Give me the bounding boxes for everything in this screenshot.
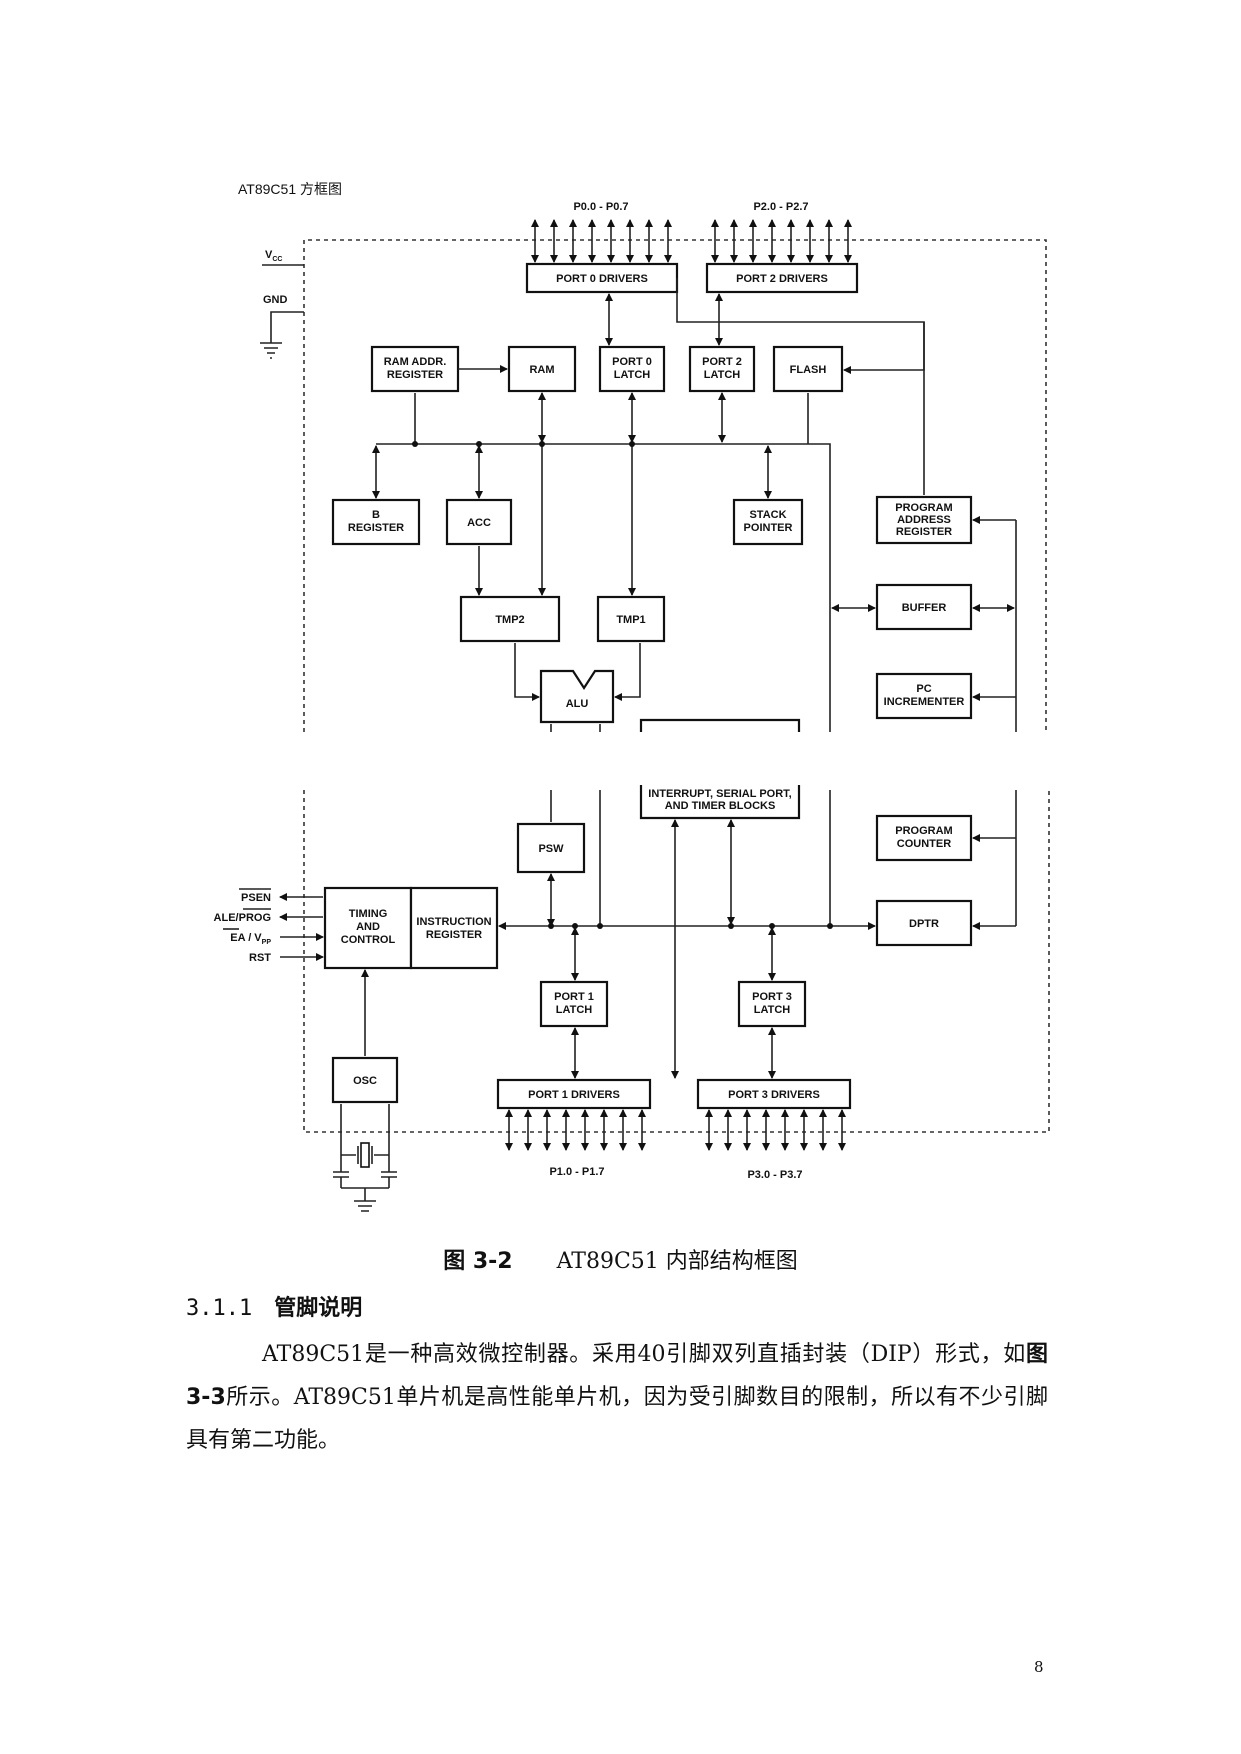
psw-block: PSW bbox=[516, 822, 586, 874]
ram-addr-register-block: RAM ADDR.REGISTER bbox=[370, 345, 460, 393]
bus-lines bbox=[361, 278, 1017, 1079]
pins-p2-label: P2.0 - P2.7 bbox=[753, 201, 808, 213]
svg-text:AND: AND bbox=[356, 921, 380, 933]
dptr-block: DPTR bbox=[875, 899, 973, 947]
svg-text:LATCH: LATCH bbox=[556, 1004, 593, 1016]
acc-block: ACC bbox=[445, 498, 513, 546]
svg-text:TMP2: TMP2 bbox=[495, 614, 524, 626]
port1-drivers-block: PORT 1 DRIVERS bbox=[496, 1078, 652, 1110]
svg-text:TIMING: TIMING bbox=[349, 908, 388, 920]
figure-reference[interactable]: 图3-3 bbox=[186, 1342, 1048, 1410]
svg-text:LATCH: LATCH bbox=[754, 1004, 791, 1016]
section-number: 3.1.1 bbox=[186, 1296, 253, 1321]
figure-caption: 图 3-2 AT89C51 内部结构框图 bbox=[0, 1243, 1241, 1275]
osc-block: OSC bbox=[331, 1056, 399, 1104]
svg-text:OSC: OSC bbox=[353, 1075, 377, 1087]
svg-text:AND TIMER BLOCKS: AND TIMER BLOCKS bbox=[665, 800, 776, 812]
svg-text:PORT 0 DRIVERS: PORT 0 DRIVERS bbox=[556, 273, 648, 285]
paragraph-text-1: AT89C51是一种高效微控制器。采用40引脚双列直插封装（DIP）形式，如 bbox=[262, 1342, 1026, 1367]
svg-text:BUFFER: BUFFER bbox=[902, 602, 947, 614]
svg-text:RAM: RAM bbox=[529, 364, 554, 376]
svg-text:CONTROL: CONTROL bbox=[341, 934, 396, 946]
chip-outline bbox=[303, 239, 1050, 1133]
ale-label: ALE/PROG bbox=[214, 912, 271, 924]
svg-text:DPTR: DPTR bbox=[909, 918, 939, 930]
section-title: 管脚说明 bbox=[274, 1296, 363, 1321]
block-diagram: AT89C51 方框图 P0.0 - P0.7 P2.0 - P2.7 P1.0… bbox=[214, 181, 1050, 1212]
svg-text:PROGRAM: PROGRAM bbox=[895, 825, 952, 837]
svg-text:PSW: PSW bbox=[538, 843, 564, 855]
pins-p3-label: P3.0 - P3.7 bbox=[747, 1169, 802, 1181]
svg-text:B: B bbox=[372, 509, 380, 521]
pins-p0-label: P0.0 - P0.7 bbox=[573, 201, 628, 213]
svg-text:PORT 2 DRIVERS: PORT 2 DRIVERS bbox=[736, 273, 828, 285]
figure-number: 图 3-2 bbox=[443, 1249, 513, 1274]
svg-text:LATCH: LATCH bbox=[614, 369, 651, 381]
svg-text:PORT 1 DRIVERS: PORT 1 DRIVERS bbox=[528, 1089, 620, 1101]
page-number: 8 bbox=[1034, 1658, 1044, 1676]
svg-text:STACK: STACK bbox=[749, 509, 786, 521]
gnd-label: GND bbox=[263, 294, 288, 306]
ea-label: EA / VPP bbox=[230, 932, 271, 946]
section-heading: 3.1.1 管脚说明 bbox=[186, 1290, 362, 1322]
svg-text:FLASH: FLASH bbox=[790, 364, 827, 376]
svg-text:COUNTER: COUNTER bbox=[897, 838, 951, 850]
crystal-oscillator-icon bbox=[333, 1104, 397, 1212]
control-pins: PSEN ALE/PROG EA / VPP RST bbox=[214, 888, 324, 964]
svg-text:REGISTER: REGISTER bbox=[426, 929, 482, 941]
port0-drivers-block: PORT 0 DRIVERS bbox=[525, 262, 679, 294]
psen-label: PSEN bbox=[241, 892, 271, 904]
pins-p1-label: P1.0 - P1.7 bbox=[549, 1166, 604, 1178]
paragraph-text-2: 所示。AT89C51单片机是高性能单片机，因为受引脚数目的限制，所以有不少引脚具… bbox=[186, 1385, 1048, 1453]
svg-text:INCREMENTER: INCREMENTER bbox=[884, 696, 965, 708]
body-paragraph: AT89C51是一种高效微控制器。采用40引脚双列直插封装（DIP）形式，如图3… bbox=[186, 1333, 1048, 1462]
port3-drivers-block: PORT 3 DRIVERS bbox=[696, 1078, 852, 1110]
ground-icon bbox=[260, 342, 282, 359]
svg-text:POINTER: POINTER bbox=[744, 522, 793, 534]
flash-block: FLASH bbox=[772, 345, 844, 393]
svg-text:PC: PC bbox=[916, 683, 931, 695]
svg-text:PROGRAM: PROGRAM bbox=[895, 502, 952, 514]
svg-text:ALU: ALU bbox=[566, 698, 589, 710]
svg-text:LATCH: LATCH bbox=[704, 369, 741, 381]
svg-text:REGISTER: REGISTER bbox=[348, 522, 404, 534]
svg-text:PORT 1: PORT 1 bbox=[554, 991, 594, 1003]
tmp2-block: TMP2 bbox=[459, 595, 561, 643]
vcc-label: VCC bbox=[265, 249, 282, 263]
svg-text:ACC: ACC bbox=[467, 517, 491, 529]
svg-text:REGISTER: REGISTER bbox=[387, 369, 443, 381]
pin-arrows bbox=[505, 219, 852, 1151]
figure-title: AT89C51 内部结构框图 bbox=[556, 1249, 798, 1274]
svg-text:INSTRUCTION: INSTRUCTION bbox=[416, 916, 491, 928]
tmp1-block: TMP1 bbox=[596, 595, 666, 643]
svg-text:INTERRUPT, SERIAL PORT,: INTERRUPT, SERIAL PORT, bbox=[648, 788, 791, 800]
interrupt-serial-timer-block: INTERRUPT, SERIAL PORT, AND TIMER BLOCKS bbox=[639, 718, 801, 820]
svg-text:TMP1: TMP1 bbox=[616, 614, 645, 626]
alu-block: ALU bbox=[539, 669, 615, 724]
svg-text:ADDRESS: ADDRESS bbox=[897, 514, 951, 526]
svg-text:PORT 3: PORT 3 bbox=[752, 991, 792, 1003]
power-pins: VCC GND bbox=[260, 249, 304, 359]
rst-label: RST bbox=[249, 952, 271, 964]
svg-text:REGISTER: REGISTER bbox=[896, 526, 952, 538]
buffer-block: BUFFER bbox=[875, 583, 973, 631]
svg-text:PORT 3 DRIVERS: PORT 3 DRIVERS bbox=[728, 1089, 820, 1101]
port2-drivers-block: PORT 2 DRIVERS bbox=[705, 262, 859, 294]
svg-text:RAM ADDR.: RAM ADDR. bbox=[384, 356, 447, 368]
diagram-title: AT89C51 方框图 bbox=[238, 181, 342, 197]
ram-block: RAM bbox=[507, 345, 577, 393]
svg-text:PORT 2: PORT 2 bbox=[702, 356, 742, 368]
svg-text:PORT 0: PORT 0 bbox=[612, 356, 652, 368]
